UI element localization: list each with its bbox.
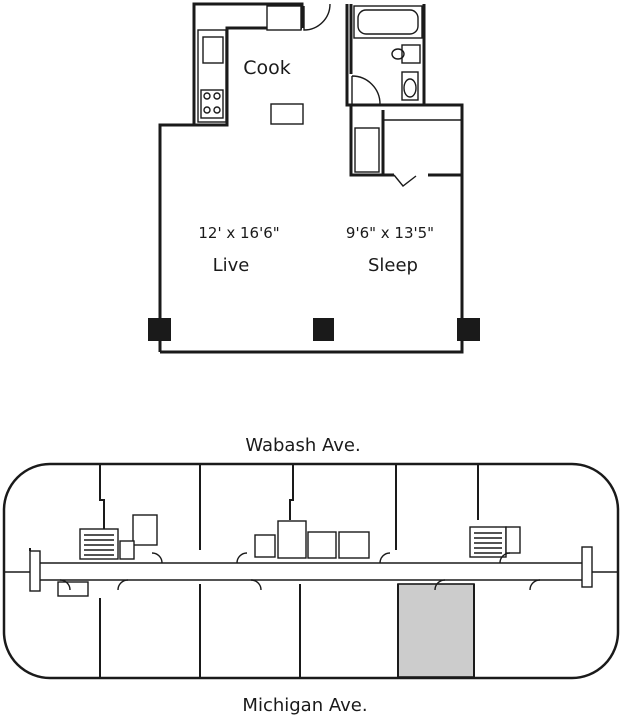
- room-label-cook: Cook: [243, 57, 291, 79]
- building-outline: [2, 462, 620, 680]
- bath-door: [351, 75, 381, 105]
- closet: [354, 127, 380, 173]
- highlighted-unit: [397, 583, 475, 678]
- sleep-door: [393, 174, 417, 187]
- room-dimensions-sleep: 9'6" x 13'5": [346, 224, 434, 242]
- kitchen-wall: [194, 26, 302, 127]
- bathtub: [353, 5, 423, 39]
- column: [457, 318, 480, 341]
- street-label-south: Michigan Ave.: [242, 695, 367, 716]
- corridor: [33, 562, 591, 581]
- elevator: [338, 531, 370, 559]
- kitchen-island: [270, 103, 304, 125]
- unit-outer-walls: [158, 2, 464, 354]
- entry-door: [303, 3, 331, 31]
- column: [313, 318, 334, 341]
- elevator: [277, 520, 307, 559]
- kitchen-sink: [202, 36, 224, 64]
- bath-sink: [401, 44, 421, 64]
- refrigerator: [266, 5, 302, 31]
- room-dimensions-live: 12' x 16'6": [198, 224, 279, 242]
- room-label-sleep: Sleep: [368, 255, 418, 276]
- building-plan: [2, 462, 620, 680]
- stove: [200, 89, 224, 119]
- elevator: [307, 531, 337, 559]
- room-label-live: Live: [213, 255, 250, 276]
- street-label-north: Wabash Ave.: [245, 435, 360, 456]
- unit-plan: [148, 2, 480, 354]
- column: [148, 318, 171, 341]
- toilet: [401, 71, 419, 101]
- closet-wall: [349, 110, 462, 177]
- stairwell: [79, 528, 119, 560]
